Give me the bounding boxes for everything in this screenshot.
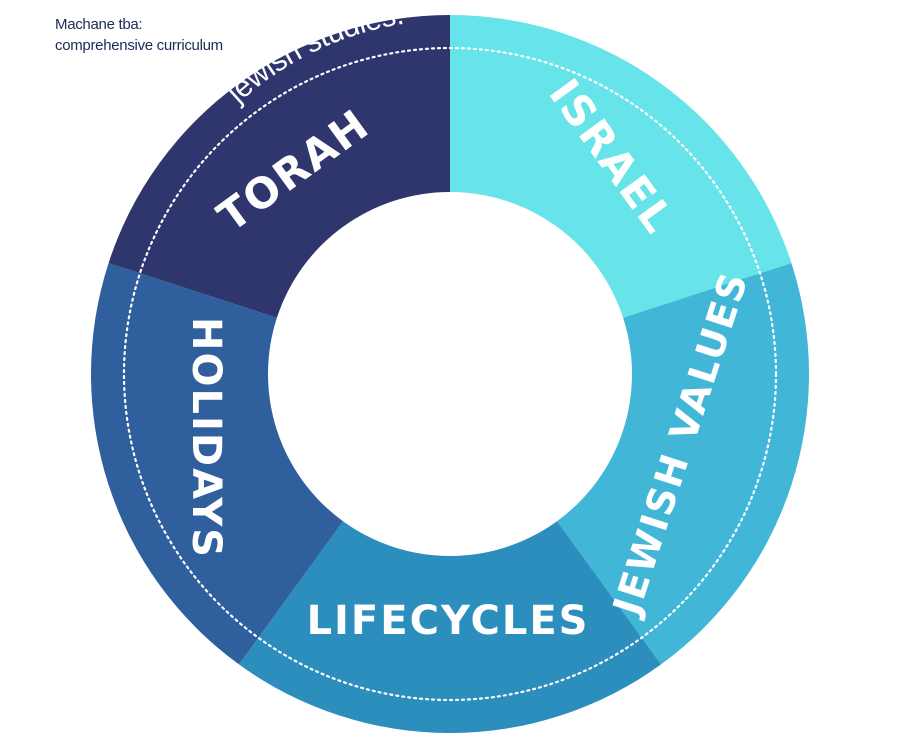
segment-lifecycles (238, 521, 662, 733)
segment-jewish-values (556, 263, 809, 665)
dotted-ring (122, 46, 778, 702)
caption-title: Machane tba: (55, 16, 143, 33)
segment-holidays (91, 263, 344, 665)
label-holidays: HOLIDAYS (183, 317, 229, 559)
label-lifecycles: LIFECYCLES (307, 598, 590, 644)
caption: Machane tba: comprehensive curriculum (55, 14, 223, 56)
caption-subtitle: comprehensive curriculum (55, 37, 223, 54)
segment-israel (450, 15, 792, 318)
segment-torah (108, 15, 450, 318)
